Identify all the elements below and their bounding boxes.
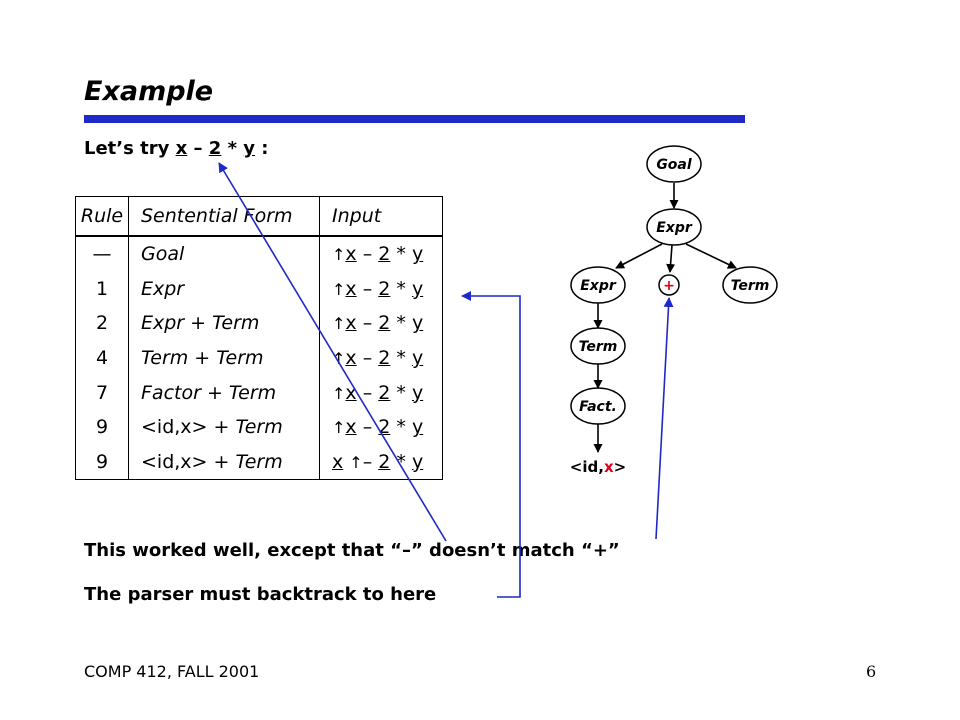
svg-text:Fact.: Fact. [579, 399, 617, 415]
form-nonterminals: Expr + Term [141, 312, 260, 335]
input-pointer-icon: ↑ [332, 314, 346, 334]
table-row: 7 Factor + Term ↑x – 2 * y [75, 375, 443, 410]
backtrack-arrow [461, 291, 521, 598]
input-cell: ↑x – 2 * y [319, 340, 443, 376]
token-y: y [243, 138, 255, 159]
mismatch-arrow-to-minus [218, 162, 447, 542]
input-cell: ↑x – 2 * y [319, 306, 443, 341]
input-pointer-icon: ↑ [349, 452, 363, 472]
header-rule: Rule [75, 196, 129, 237]
note-mismatch: This worked well, except that “–” doesn’… [84, 540, 620, 561]
rule-cell: 9 [75, 409, 129, 445]
input-remaining: x – 2 * y [345, 277, 424, 300]
example-input-line: Let’s try x – 2 * y : [84, 138, 268, 159]
rule-cell: — [75, 236, 129, 272]
intro-prefix: Let’s try [84, 138, 176, 159]
input-remaining: x – 2 * y [345, 243, 424, 266]
input-remaining: x – 2 * y [345, 381, 424, 404]
form-nonterminals: Term [235, 416, 283, 439]
table-row: 9<id,x> + Term↑x – 2 * y [75, 409, 443, 445]
tree-node-plus: + [658, 274, 680, 296]
table-row: 4 Term + Term ↑x – 2 * y [75, 340, 443, 376]
tree-node-fact: Fact. [570, 387, 626, 425]
token-x: x [175, 138, 188, 159]
sentential-form-cell: Term + Term [128, 340, 320, 376]
title-underline-bar [84, 115, 745, 123]
input-cell: ↑x – 2 * y [319, 375, 443, 410]
header-input: Input [319, 196, 443, 237]
derivation-table: Rule Sentential Form Input —Goal↑x – 2 *… [75, 196, 443, 481]
input-cell: x ↑– 2 * y [319, 444, 443, 481]
intro-suffix: : [255, 138, 269, 159]
sentential-form-cell: Goal [128, 236, 320, 272]
tree-node-expr-left: Expr [570, 266, 626, 304]
input-cell: ↑x – 2 * y [319, 409, 443, 445]
form-nonterminals: Expr [141, 277, 185, 300]
svg-text:Term: Term [731, 278, 770, 294]
rule-cell: 7 [75, 375, 129, 410]
tree-node-term-mid: Term [570, 327, 626, 365]
sentential-form-cell: <id,x> + Term [128, 444, 320, 481]
form-nonterminals: Term + Term [141, 347, 264, 370]
input-pointer-icon: ↑ [332, 349, 346, 369]
sentential-form-cell: Factor + Term [128, 375, 320, 410]
input-cell: ↑x – 2 * y [319, 271, 443, 307]
input-consumed: x [332, 450, 344, 473]
rule-cell: 2 [75, 306, 129, 341]
tree-leaf-id-x: <id,x> [570, 458, 626, 476]
svg-text:Expr: Expr [580, 278, 617, 294]
input-remaining: x – 2 * y [345, 312, 424, 335]
rule-cell: 1 [75, 271, 129, 307]
input-pointer-icon: ↑ [332, 245, 346, 265]
form-nonterminals: Term [235, 450, 283, 473]
tree-node-expr-top: Expr [646, 208, 702, 246]
svg-text:+: + [663, 278, 675, 294]
table-row: 1 Expr ↑x – 2 * y [75, 271, 443, 307]
input-remaining: x – 2 * y [345, 347, 424, 370]
svg-text:Expr: Expr [656, 220, 693, 236]
rule-cell: 4 [75, 340, 129, 376]
note-backtrack: The parser must backtrack to here [84, 584, 437, 605]
table-row: 2 Expr + Term ↑x – 2 * y [75, 306, 443, 341]
form-nonterminals: Factor + Term [141, 381, 277, 404]
page-number: 6 [866, 662, 877, 681]
token-2: 2 [208, 138, 222, 159]
input-pointer-icon: ↑ [332, 279, 346, 299]
token-times: * [221, 138, 244, 159]
form-nonterminals: Goal [141, 243, 185, 266]
table-row: — Goal ↑x – 2 * y [75, 236, 443, 272]
sentential-form-cell: <id,x> + Term [128, 409, 320, 445]
svg-text:Goal: Goal [656, 157, 692, 173]
mismatch-arrow-to-plus [655, 297, 674, 540]
table-header-row: Rule Sentential Form Input [75, 196, 443, 237]
input-remaining: – 2 * y [362, 450, 424, 473]
token-minus: – [193, 138, 203, 159]
sentential-form-cell: Expr + Term [128, 306, 320, 341]
form-prefix: <id,x> + [141, 416, 236, 439]
svg-text:Term: Term [579, 339, 618, 355]
form-prefix: <id,x> + [141, 450, 236, 473]
input-pointer-icon: ↑ [332, 383, 346, 403]
input-cell: ↑x – 2 * y [319, 236, 443, 272]
footer-course: COMP 412, FALL 2001 [84, 662, 260, 681]
tree-node-term-right: Term [722, 266, 778, 304]
tree-node-goal: Goal [646, 145, 702, 183]
rule-cell: 9 [75, 444, 129, 481]
slide-title: Example [84, 76, 214, 107]
input-pointer-icon: ↑ [332, 418, 346, 438]
